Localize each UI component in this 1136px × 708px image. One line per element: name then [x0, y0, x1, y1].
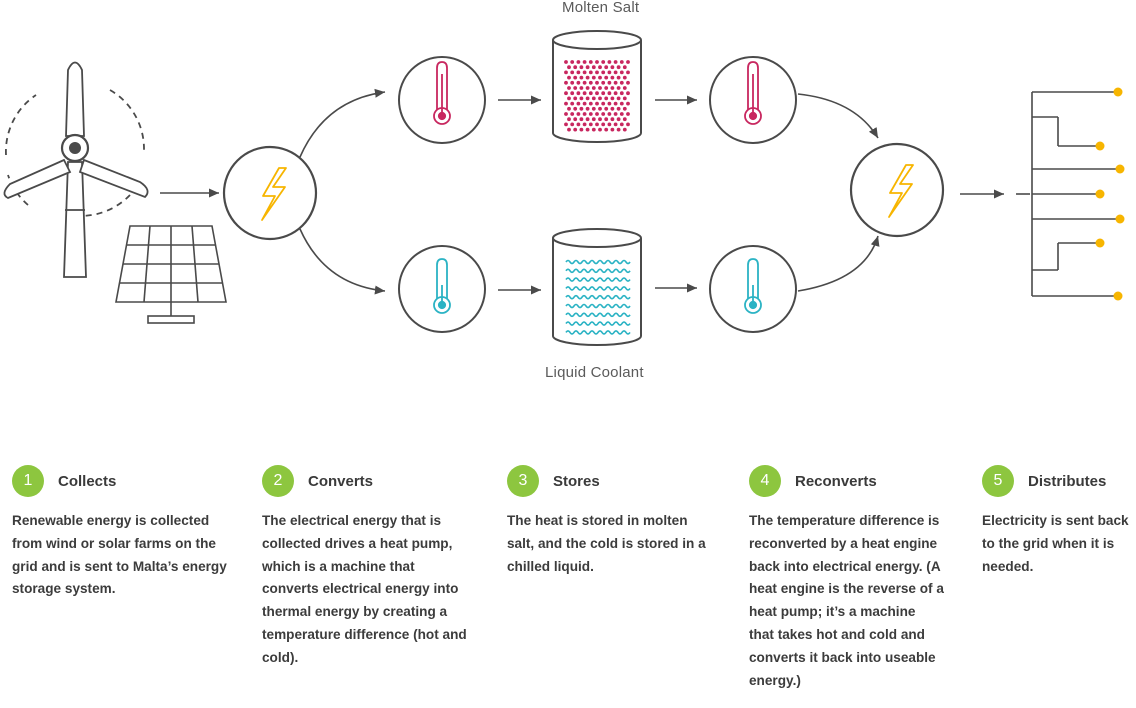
thermometer-hot-left	[398, 56, 486, 144]
step-description: Electricity is sent back to the grid whe…	[982, 513, 1129, 574]
grid-distribution-icon	[1016, 87, 1125, 301]
arrow-cold-to-engine	[797, 235, 880, 292]
step-title: Converts	[308, 472, 374, 490]
thermometer-hot-icon	[433, 61, 451, 125]
heat-pump-node	[222, 145, 318, 241]
arrow-to-cold-branch	[299, 228, 386, 295]
step-title: Collects	[58, 472, 117, 490]
step-number-badge: 1	[12, 465, 44, 497]
step-description: Renewable energy is collected from wind …	[12, 513, 227, 597]
step-number-badge: 4	[749, 465, 781, 497]
wind-turbine-icon	[3, 61, 149, 278]
thermometer-cold-left	[398, 245, 486, 333]
step-number-badge: 2	[262, 465, 294, 497]
step-title: Reconverts	[795, 472, 877, 490]
solar-panel-icon	[115, 225, 227, 324]
step-title: Stores	[553, 472, 600, 490]
step-description: The electrical energy that is collected …	[262, 513, 467, 665]
step-description: The heat is stored in molten salt, and t…	[507, 513, 706, 574]
step-title: Distributes	[1028, 472, 1107, 490]
thermometer-cold-icon	[433, 258, 451, 314]
step-stores: 3 Stores The heat is stored in molten sa…	[507, 465, 712, 578]
step-description: The temperature difference is reconverte…	[749, 513, 944, 688]
step-number-badge: 5	[982, 465, 1014, 497]
process-diagram	[3, 30, 1125, 346]
molten-salt-tank-icon	[552, 30, 642, 143]
heat-engine-node	[849, 142, 945, 238]
lightning-bolt-icon	[261, 167, 287, 221]
step-reconverts: 4 Reconverts The temperature difference …	[749, 465, 944, 692]
molten-salt-label: Molten Salt	[562, 0, 640, 16]
thermometer-cold-right	[709, 245, 797, 333]
step-converts: 2 Converts The electrical energy that is…	[262, 465, 467, 670]
step-collects: 1 Collects Renewable energy is collected…	[12, 465, 227, 601]
arrow-to-hot-branch	[299, 88, 386, 158]
arrow-hot-to-engine	[797, 93, 879, 139]
thermometer-hot-right	[709, 56, 797, 144]
liquid-coolant-tank-icon	[552, 228, 642, 346]
step-distributes: 5 Distributes Electricity is sent back t…	[982, 465, 1132, 578]
liquid-coolant-label: Liquid Coolant	[545, 364, 644, 381]
step-number-badge: 3	[507, 465, 539, 497]
